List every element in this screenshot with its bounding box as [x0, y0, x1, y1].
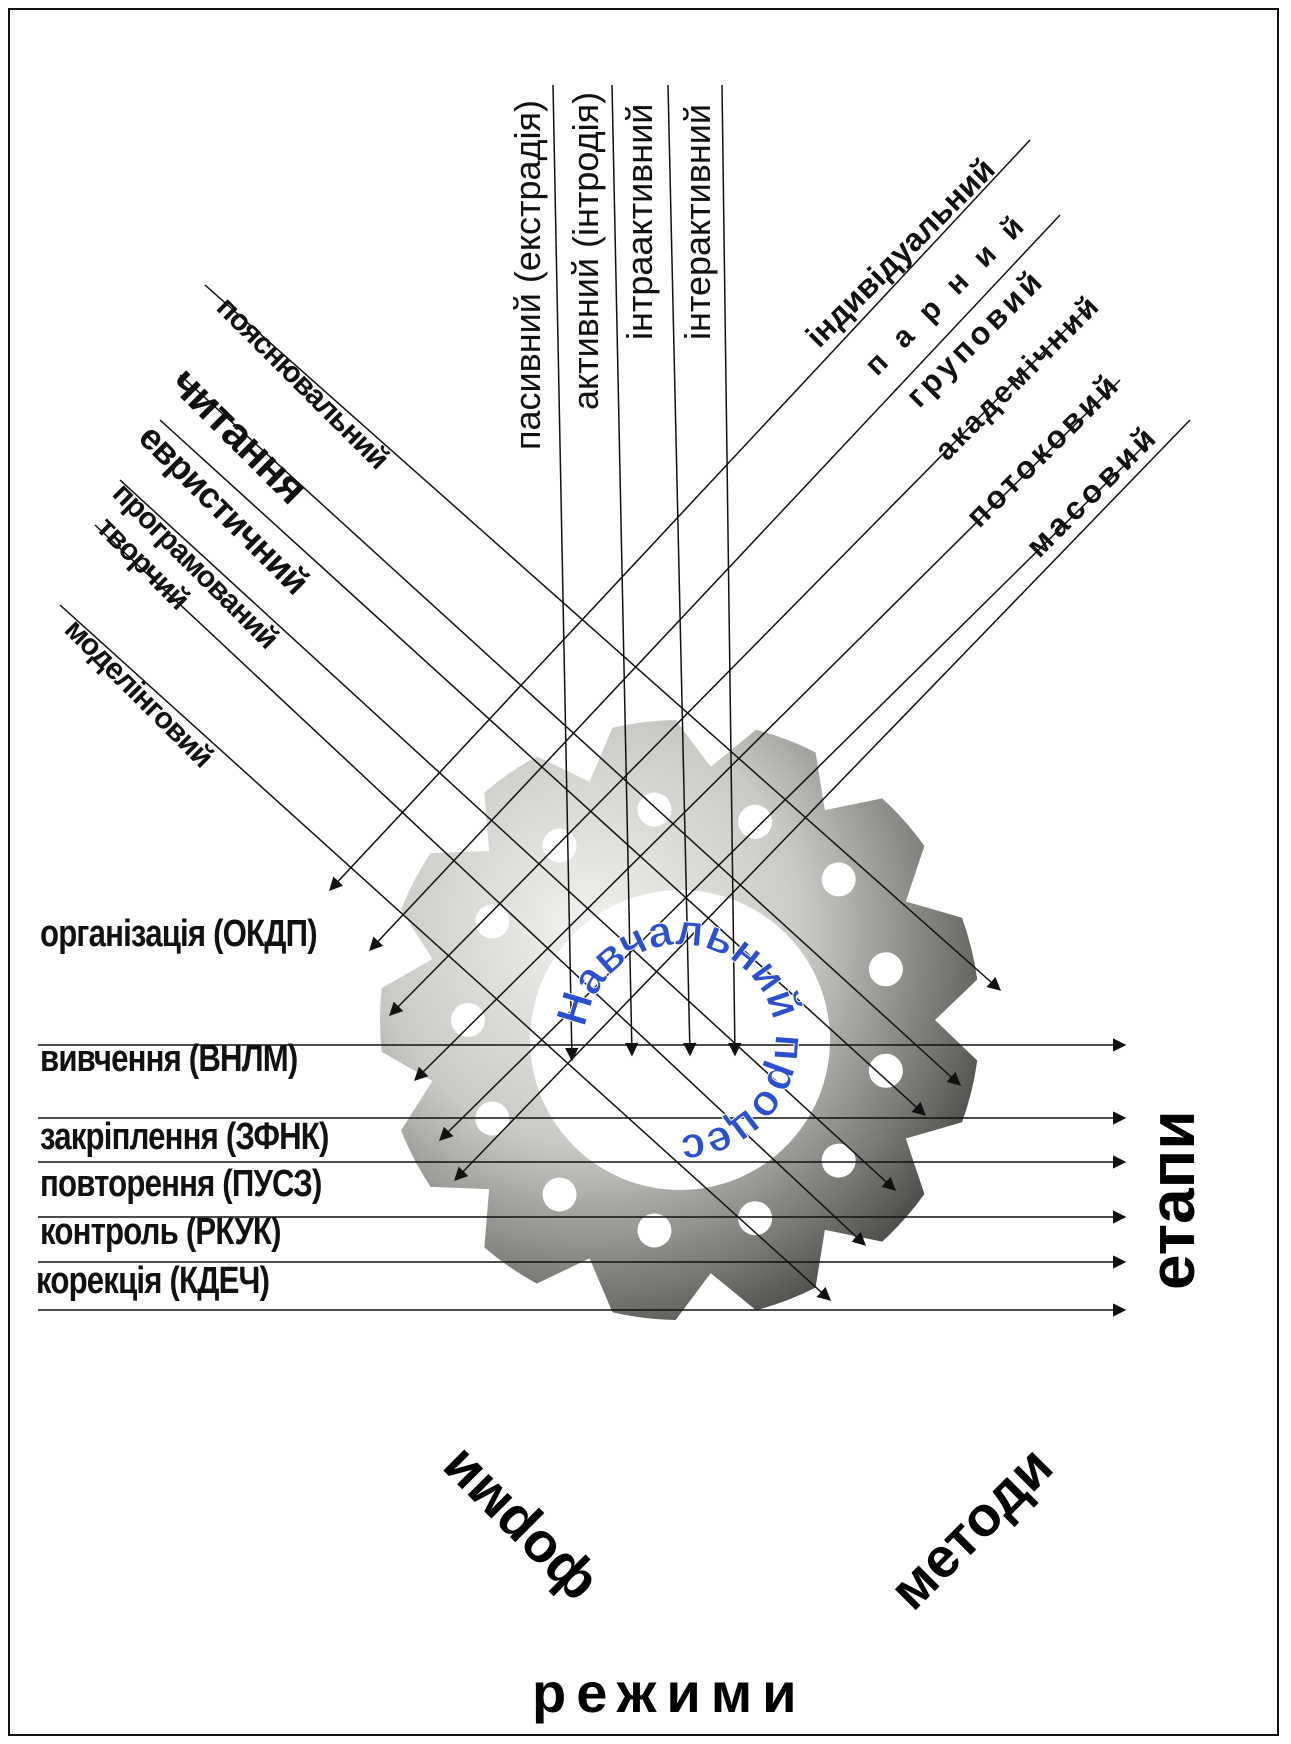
mode-line-0	[552, 84, 579, 1062]
stage-label-control: контроль (РКУК)	[40, 1211, 281, 1253]
stage-label-consolidation: закріплення (ЗФНК)	[40, 1116, 329, 1158]
form-line-5	[454, 419, 1191, 1181]
method-line-1	[179, 374, 961, 1086]
stage-label-correction: корекція (КДЕЧ)	[36, 1260, 270, 1302]
gear-icon	[380, 720, 978, 1320]
mode-label-passive: пасивний (екстрадія)	[507, 99, 548, 450]
method-line-3	[119, 479, 896, 1191]
gear-hub	[530, 890, 830, 1190]
mode-line-2	[667, 84, 697, 1057]
gear-hole	[637, 1213, 672, 1248]
gear-hole	[475, 904, 510, 939]
stages-title: етапи	[1136, 1110, 1208, 1290]
method-line-4	[94, 524, 866, 1246]
form-line-0	[329, 139, 1031, 891]
gear-hole	[542, 1177, 577, 1212]
stage-label-study: вивчення (ВНЛМ)	[40, 1038, 298, 1080]
gear-hole	[868, 952, 903, 987]
modes-title: режими	[532, 1661, 807, 1724]
form-line-2	[389, 304, 1091, 1016]
gear-hole	[637, 792, 672, 827]
method-line-2	[159, 419, 926, 1116]
gear-hole	[542, 828, 577, 863]
connector-lines	[38, 84, 1191, 1317]
mode-label-intraactive: інтраактивний	[619, 103, 660, 340]
form-line-3	[414, 379, 1121, 1081]
gear-hole	[451, 1003, 485, 1037]
gear-hole	[821, 1143, 856, 1178]
gear-hole	[868, 1053, 903, 1088]
stage-label-organization: організація (ОКДП)	[40, 913, 318, 955]
form-line-1	[369, 214, 1061, 951]
mode-label-interactive: інтерактивний	[677, 103, 718, 340]
gear-hole	[821, 862, 856, 897]
form-line-4	[439, 439, 1151, 1141]
mode-line-1	[611, 84, 639, 1057]
method-line-5	[59, 604, 832, 1301]
stage-label-repetition: повторення (ПУСЗ)	[40, 1163, 322, 1205]
diagram-frame	[8, 8, 1279, 1736]
method-line-0	[204, 284, 1002, 991]
mode-label-active: активний (інтродія)	[565, 91, 606, 410]
gear-hole	[738, 1201, 773, 1236]
gear-hole	[738, 804, 773, 839]
